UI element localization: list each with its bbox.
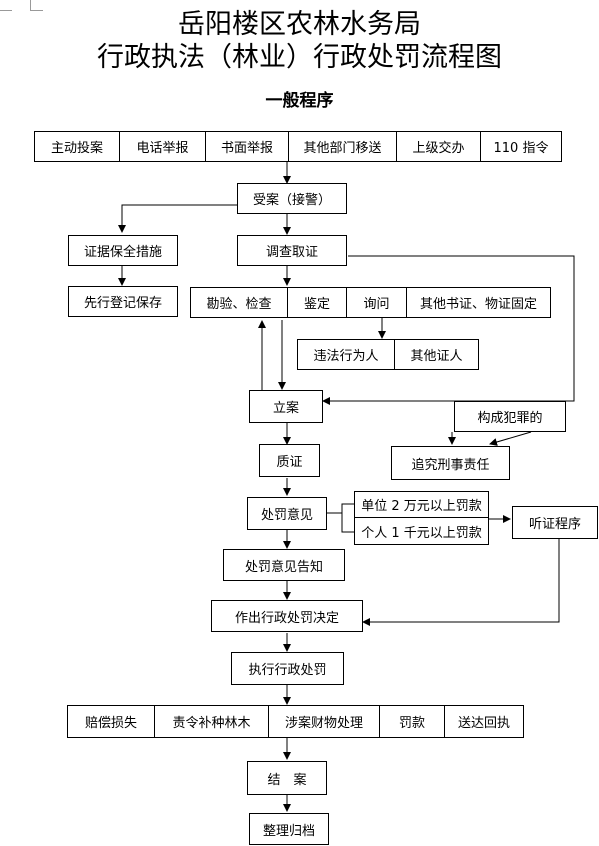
cross-examination-box: 质证 xyxy=(259,444,320,477)
hearing-conditions-strip: 单位 2 万元以上罚款 个人 1 千元以上罚款 xyxy=(354,491,489,545)
target-offender: 违法行为人 xyxy=(298,340,395,369)
penalty-decision-box: 作出行政处罚决定 xyxy=(211,600,363,632)
hearing-procedure-box: 听证程序 xyxy=(512,506,598,539)
criminal-responsibility-box: 追究刑事责任 xyxy=(391,446,510,480)
case-sources-strip: 主动投案 电话举报 书面举报 其他部门移送 上级交办 110 指令 xyxy=(34,131,562,162)
accept-case-box: 受案（接警） xyxy=(237,183,347,214)
exec-fine: 罚款 xyxy=(380,706,445,737)
target-witness: 其他证人 xyxy=(410,349,463,364)
penalty-opinion-box: 处罚意见 xyxy=(247,497,327,530)
archive-box: 整理归档 xyxy=(249,813,329,845)
corner-mark-left xyxy=(0,0,12,11)
file-case-box: 立案 xyxy=(249,390,323,423)
execution-types-strip: 赔偿损失 责令补种林木 涉案财物处理 罚款 送达回执 xyxy=(67,705,524,738)
subtitle: 一般程序 xyxy=(265,91,334,111)
exec-replant-trees: 责令补种林木 xyxy=(155,706,269,737)
method-other-evidence: 其他书证、物证固定 xyxy=(419,297,537,312)
inquiry-targets-strip: 违法行为人 其他证人 xyxy=(297,339,479,370)
exec-compensation: 赔偿损失 xyxy=(68,706,155,737)
penalty-notice-box: 处罚意见告知 xyxy=(223,549,345,581)
title-line-2: 行政执法（林业）行政处罚流程图 xyxy=(97,42,502,73)
source-department-transfer: 其他部门移送 xyxy=(289,132,397,161)
investigation-methods-strip: 勘验、检查 鉴定 询问 其他书证、物证固定 xyxy=(190,287,551,318)
method-inspection: 勘验、检查 xyxy=(191,288,288,317)
exec-delivery-receipt: 送达回执 xyxy=(457,716,510,731)
method-appraisal: 鉴定 xyxy=(288,288,347,317)
source-written-report: 书面举报 xyxy=(206,132,289,161)
corner-mark-right xyxy=(30,0,43,11)
close-case-box: 结 案 xyxy=(247,761,327,795)
register-preservation-box: 先行登记保存 xyxy=(68,286,178,317)
method-inquiry: 询问 xyxy=(347,288,407,317)
execute-penalty-box: 执行行政处罚 xyxy=(231,652,344,685)
source-voluntary-surrender: 主动投案 xyxy=(35,132,120,161)
exec-property-disposal: 涉案财物处理 xyxy=(269,706,380,737)
crime-constituted-box: 构成犯罪的 xyxy=(454,401,566,432)
source-phone-report: 电话举报 xyxy=(120,132,206,161)
source-superior-assignment: 上级交办 xyxy=(397,132,481,161)
title-line-1: 岳阳楼区农林水务局 xyxy=(178,9,421,40)
evidence-preservation-box: 证据保全措施 xyxy=(68,235,178,266)
investigation-box: 调查取证 xyxy=(237,235,347,266)
source-110-command: 110 指令 xyxy=(493,141,549,156)
condition-organization: 单位 2 万元以上罚款 xyxy=(355,492,488,518)
condition-individual: 个人 1 千元以上罚款 xyxy=(361,525,482,541)
